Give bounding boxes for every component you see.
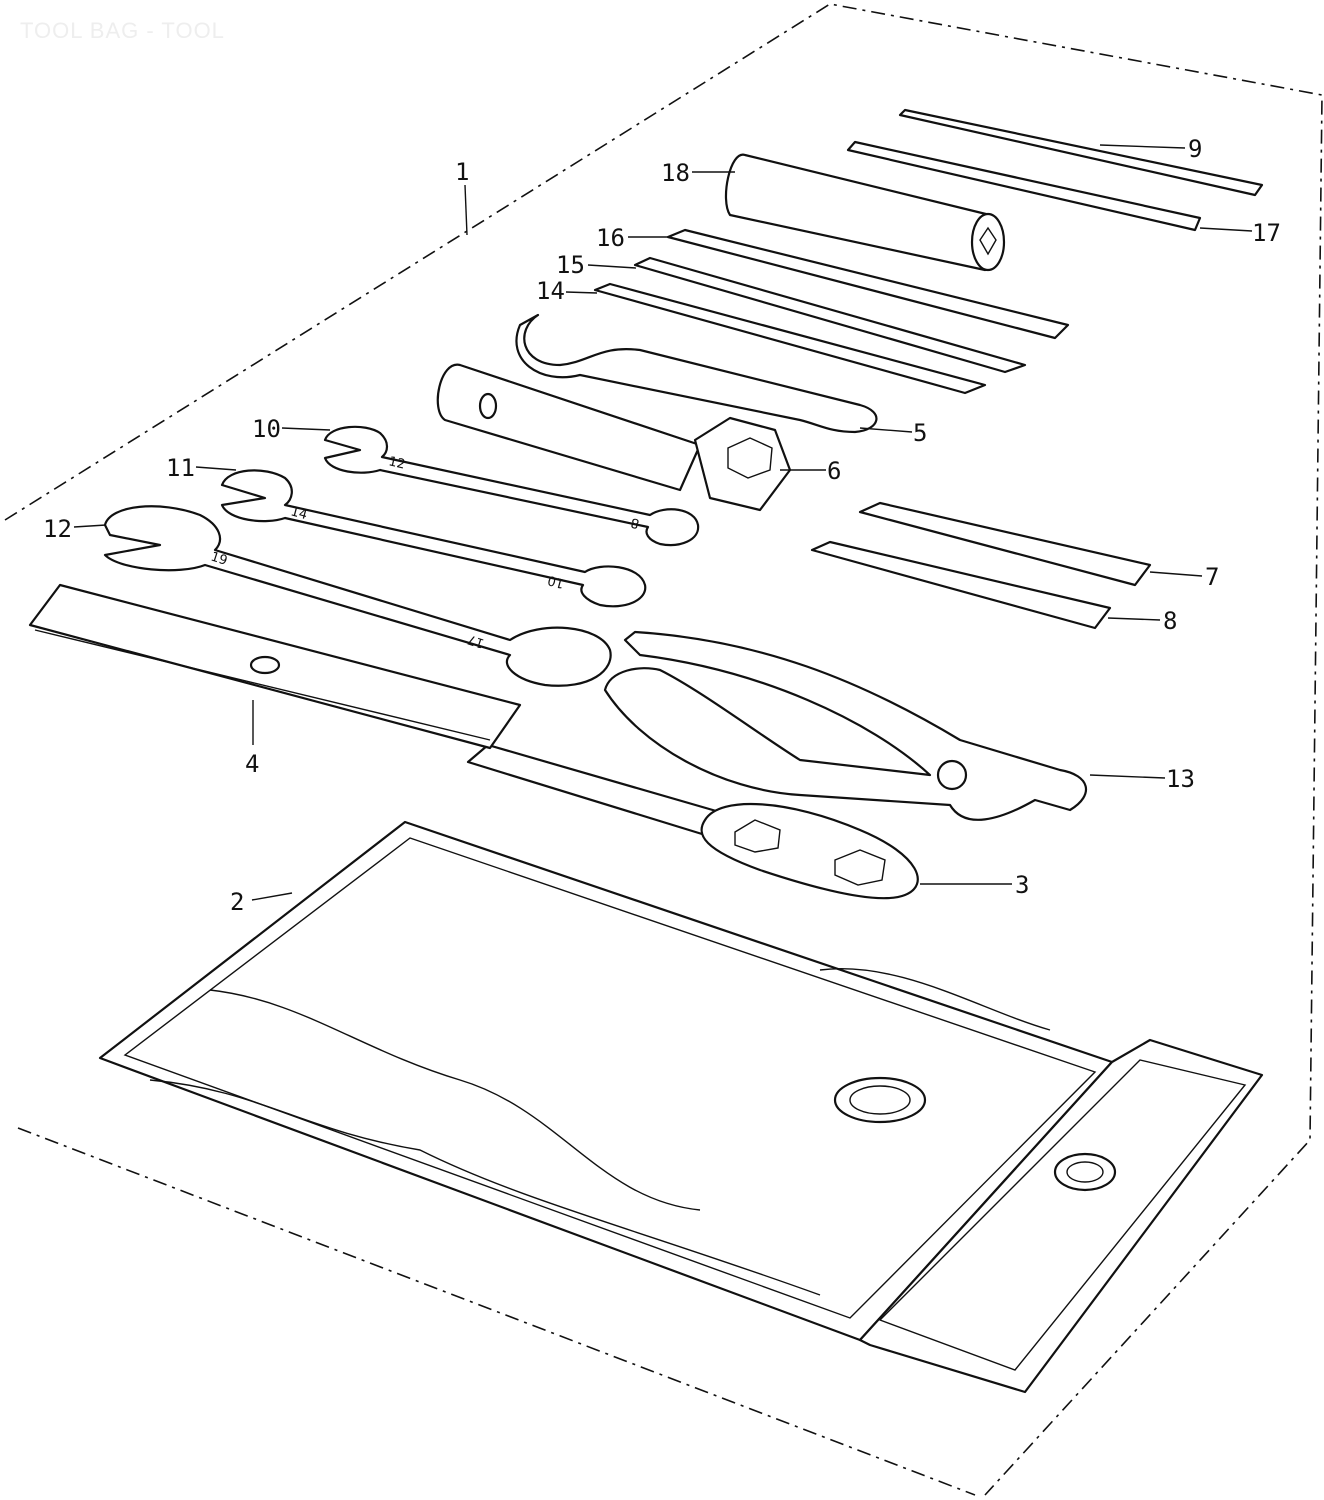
wrench-mark-10: 10 <box>546 572 566 591</box>
hook-spanner <box>515 313 878 434</box>
callout-12: 12 <box>43 515 72 543</box>
screwdriver-handle <box>724 153 1006 272</box>
callout-13: 13 <box>1166 765 1195 793</box>
tool-bag <box>98 820 1264 1394</box>
screwdriver-14 <box>593 282 987 395</box>
callout-16: 16 <box>596 224 625 252</box>
group-boundary <box>4 3 1323 1496</box>
callout-1: 1 <box>455 158 469 186</box>
flat-bar <box>28 583 522 750</box>
wrench-12-8: 12 8 <box>323 425 700 547</box>
group-boundary-bottom <box>17 1127 976 1496</box>
wrench-mark-17: 17 <box>466 631 486 650</box>
pliers <box>603 630 1088 821</box>
callout-8: 8 <box>1163 607 1177 635</box>
wrench-mark-12: 12 <box>387 454 406 472</box>
tire-lever-7 <box>858 501 1152 587</box>
wrench-mark-19: 19 <box>209 550 229 569</box>
callout-6: 6 <box>827 457 841 485</box>
tool-17 <box>846 140 1202 232</box>
leader-lines <box>73 144 1253 901</box>
callout-17: 17 <box>1252 219 1281 247</box>
spark-plug-wrench <box>436 363 792 512</box>
wrench-mark-8: 8 <box>629 514 640 530</box>
callout-9: 9 <box>1188 135 1202 163</box>
screwdriver-16 <box>666 228 1070 340</box>
callout-18: 18 <box>661 159 690 187</box>
box-wrench <box>466 743 919 900</box>
callout-11: 11 <box>166 454 195 482</box>
callout-3: 3 <box>1015 871 1029 899</box>
diagram-title: TOOL BAG - TOOL <box>20 18 225 43</box>
screwdriver-15 <box>633 256 1027 374</box>
wrench-19-17: 19 17 <box>103 505 612 687</box>
callout-5: 5 <box>913 419 927 447</box>
tool-9 <box>898 108 1264 197</box>
callout-7: 7 <box>1205 563 1219 591</box>
callout-15: 15 <box>556 251 585 279</box>
callout-2: 2 <box>230 888 244 916</box>
wrench-mark-14: 14 <box>289 504 309 523</box>
tire-lever-8 <box>810 540 1112 630</box>
callout-14: 14 <box>536 277 565 305</box>
wrench-14-10: 14 10 <box>220 469 647 608</box>
callout-10: 10 <box>252 415 281 443</box>
callout-4: 4 <box>245 750 259 778</box>
